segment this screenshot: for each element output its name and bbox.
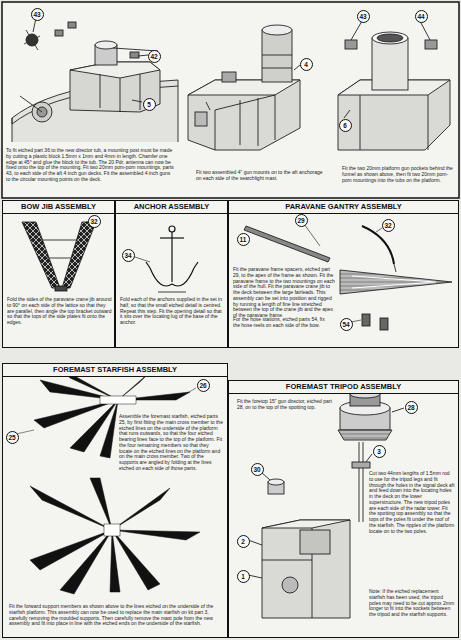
callout-number: 25	[6, 431, 19, 444]
instruction-text: Fold the sides of the paravane crane jib…	[7, 297, 112, 326]
note-text: To fit etched part 36 to the new directo…	[6, 148, 174, 183]
callout-number: 32	[88, 215, 101, 228]
section-heading: BOW JIB ASSEMBLY	[3, 201, 114, 214]
callout-number: 43	[31, 8, 44, 21]
superstructure-drawing	[188, 25, 300, 150]
callout-number: 42	[148, 50, 161, 63]
instruction-text: Assemble the foremast starfish, etched p…	[119, 414, 223, 472]
section-heading: FOREMAST STARFISH ASSEMBLY	[3, 364, 227, 377]
section-heading: ANCHOR ASSEMBLY	[116, 201, 227, 214]
callout-number: 6	[339, 119, 352, 132]
funnel-structure-drawing	[338, 21, 450, 150]
instruction-text: Fold each of the anchors supplied in the…	[120, 297, 225, 326]
callout-number: 11	[237, 233, 250, 246]
callout-number: 2	[237, 535, 250, 548]
callout-number: 29	[295, 214, 308, 227]
bow-deck-drawing	[12, 18, 178, 142]
note-text: Fit the two 20mm platform gun pockets be…	[342, 166, 454, 183]
section-heading: PARAVANE GANTRY ASSEMBLY	[229, 201, 458, 214]
callout-number: 54	[340, 318, 353, 331]
section-heading: FOREMAST TRIPOD ASSEMBLY	[229, 381, 458, 394]
assembly-panel: FOREMAST TRIPOD ASSEMBLY Fit the foretop …	[228, 380, 459, 638]
callout-number: 26	[197, 379, 210, 392]
callout-number: 28	[405, 401, 418, 414]
callout-number: 43	[357, 10, 370, 23]
note-text: Fit two assembled 4" gun mounts on to th…	[196, 170, 326, 182]
callout-number: 4	[300, 58, 313, 71]
instruction-text: Fit the foretop 15" gun director, etched…	[237, 399, 335, 411]
anchor-drawing	[132, 226, 198, 292]
callout-number: 1	[237, 570, 250, 583]
instruction-text: Note: If the etched replacement starfish…	[369, 589, 455, 618]
bow-jib-drawing	[22, 222, 96, 291]
assembly-panel: ANCHOR ASSEMBLY Fold each of the anchors …	[115, 200, 228, 348]
callout-number: 32	[382, 219, 395, 232]
callout-number: 3	[373, 445, 386, 458]
instruction-text: Fit the forward support members as shown…	[9, 604, 221, 627]
callout-number: 30	[251, 463, 264, 476]
assembly-panel: FOREMAST STARFISH ASSEMBLY Assemble the f…	[2, 363, 228, 638]
callout-number: 44	[415, 10, 428, 23]
starfish-supports-drawing	[30, 478, 200, 594]
callout-number: 34	[122, 249, 135, 262]
callout-number: 5	[143, 98, 156, 111]
instruction-text: Fit the paravane frame spacers, etched p…	[233, 267, 338, 319]
instruction-text: For the hose stations, etched parts 54, …	[233, 317, 333, 329]
instruction-text: Cut two 44mm lengths of 1.5mm rod to use…	[369, 471, 455, 534]
